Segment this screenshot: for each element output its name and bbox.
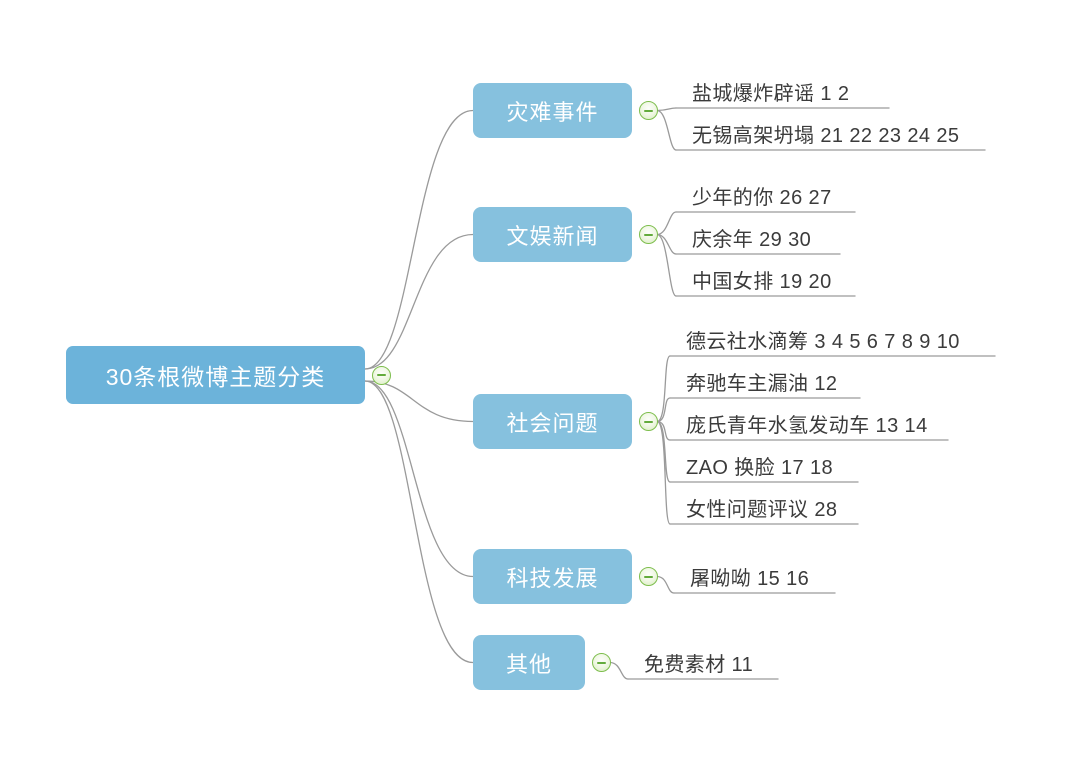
collapse-toggle-society[interactable]	[638, 412, 658, 431]
connector-curve	[656, 397, 671, 423]
leaf-2-0[interactable]: 德云社水滴筹 3 4 5 6 7 8 9 10	[686, 331, 960, 353]
collapse-toggle-root[interactable]	[371, 365, 391, 385]
connector-curve	[364, 233, 474, 370]
leaf-2-1[interactable]: 奔驰车主漏油 12	[686, 373, 838, 395]
leaf-0-0[interactable]: 盐城爆炸辟谣 1 2	[692, 83, 850, 105]
connector-curve	[656, 233, 677, 255]
connector-curve	[656, 211, 677, 236]
leaf-0-1[interactable]: 无锡高架坍塌 21 22 23 24 25	[692, 125, 960, 147]
minus-icon	[376, 374, 386, 376]
connector-curve	[656, 107, 677, 112]
leaf-2-4[interactable]: 女性问题评议 28	[686, 499, 838, 521]
root-node-label: 30条根微博主题分类	[105, 364, 326, 390]
connector-curve	[364, 380, 474, 578]
leaf-2-2[interactable]: 庞氏青年水氢发动车 13 14	[686, 415, 928, 437]
branch-node-disaster-label: 灾难事件	[506, 99, 599, 125]
leaf-3-0[interactable]: 屠呦呦 15 16	[690, 568, 810, 590]
collapse-toggle-entertainment[interactable]	[638, 225, 658, 244]
branch-node-technology-label: 科技发展	[506, 565, 599, 591]
branch-node-entertainment-label: 文娱新闻	[506, 223, 599, 249]
root-node[interactable]: 30条根微博主题分类	[66, 346, 365, 404]
branch-node-entertainment[interactable]: 文娱新闻	[473, 207, 632, 262]
collapse-toggle-disaster[interactable]	[638, 101, 658, 120]
branch-node-society[interactable]: 社会问题	[473, 394, 632, 449]
branch-node-technology[interactable]: 科技发展	[473, 549, 632, 604]
connector-curve	[656, 233, 677, 297]
minus-icon	[643, 109, 653, 112]
branch-node-others-label: 其他	[505, 651, 552, 677]
collapse-toggle-others[interactable]	[591, 653, 611, 672]
connector-curve	[656, 109, 677, 151]
minus-icon	[643, 575, 653, 578]
connector-curve	[364, 380, 474, 423]
branch-node-society-label: 社会问题	[506, 410, 599, 436]
minus-icon	[596, 661, 606, 664]
leaf-4-0[interactable]: 免费素材 11	[644, 654, 754, 676]
connector-curve	[364, 109, 474, 370]
leaf-2-3[interactable]: ZAO 换脸 17 18	[686, 457, 834, 479]
minus-icon	[643, 233, 653, 236]
branch-node-others[interactable]: 其他	[473, 635, 585, 690]
leaf-1-2[interactable]: 中国女排 19 20	[692, 271, 832, 293]
branch-node-disaster[interactable]: 灾难事件	[473, 83, 632, 138]
leaf-1-1[interactable]: 庆余年 29 30	[692, 229, 812, 251]
collapse-toggle-technology[interactable]	[638, 567, 658, 586]
leaf-1-0[interactable]: 少年的你 26 27	[692, 187, 832, 209]
connector-curve	[609, 661, 629, 680]
connector-curve	[656, 420, 671, 525]
connector-curve	[656, 575, 675, 594]
connector-curve	[656, 355, 671, 423]
minus-icon	[643, 420, 653, 423]
connector-curve	[364, 380, 474, 664]
